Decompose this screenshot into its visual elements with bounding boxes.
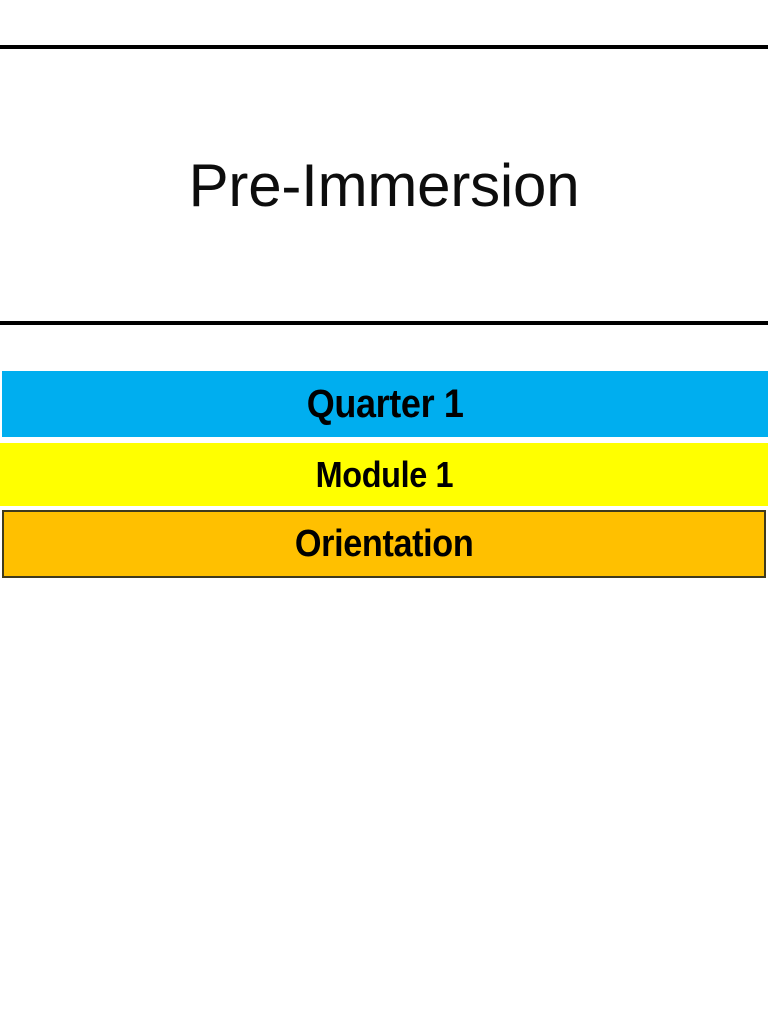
bar-quarter-label: Quarter 1 bbox=[306, 381, 464, 426]
bar-quarter[interactable]: Quarter 1 bbox=[2, 371, 768, 437]
top-divider-line bbox=[0, 45, 768, 49]
title-placeholder[interactable]: Pre-Immersion bbox=[0, 49, 768, 321]
bar-module[interactable]: Module 1 bbox=[0, 443, 768, 506]
bar-module-label: Module 1 bbox=[315, 453, 453, 495]
bar-orientation-label: Orientation bbox=[294, 522, 474, 565]
bar-orientation[interactable]: Orientation bbox=[2, 510, 766, 578]
bottom-divider-line bbox=[0, 321, 768, 325]
page-title: Pre-Immersion bbox=[188, 151, 580, 219]
